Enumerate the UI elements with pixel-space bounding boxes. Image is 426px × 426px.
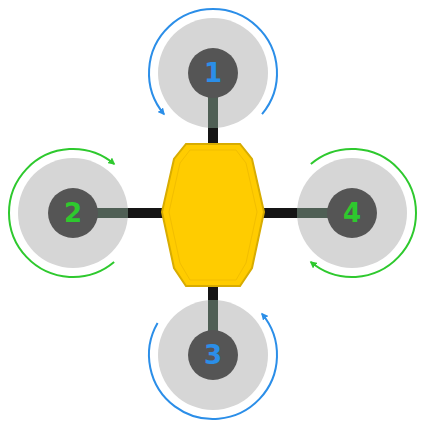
arm [208,300,218,335]
arm [297,208,331,218]
body [162,144,264,286]
rotor-hub-circle [48,188,98,238]
rotor-disc [297,158,407,268]
rotation-arrow [149,314,277,419]
rotor-hub: 4 [327,188,377,238]
rotor-hub: 1 [188,48,238,98]
arm [208,95,218,128]
rotor-hub-circle [327,188,377,238]
rotor-hub-circle [188,330,238,380]
arm [95,208,165,218]
rotor-hub-circle [188,48,238,98]
rotor-disc [158,18,268,128]
rotor-number: 2 [64,200,82,226]
rotor-hub: 2 [48,188,98,238]
rotor-disc [18,158,128,268]
rotor-number: 3 [204,342,222,368]
rotor-number: 4 [343,200,361,226]
arm [95,208,128,218]
rotation-arrow [149,9,277,114]
arm [208,283,218,335]
rotor-disc [158,300,268,410]
arm [208,95,218,147]
rotation-arrow [9,149,114,277]
rotor-number: 1 [204,60,222,86]
rotor-hub: 3 [188,330,238,380]
arm [261,208,331,218]
rotation-arrow [311,149,416,277]
body-inner [169,150,257,280]
